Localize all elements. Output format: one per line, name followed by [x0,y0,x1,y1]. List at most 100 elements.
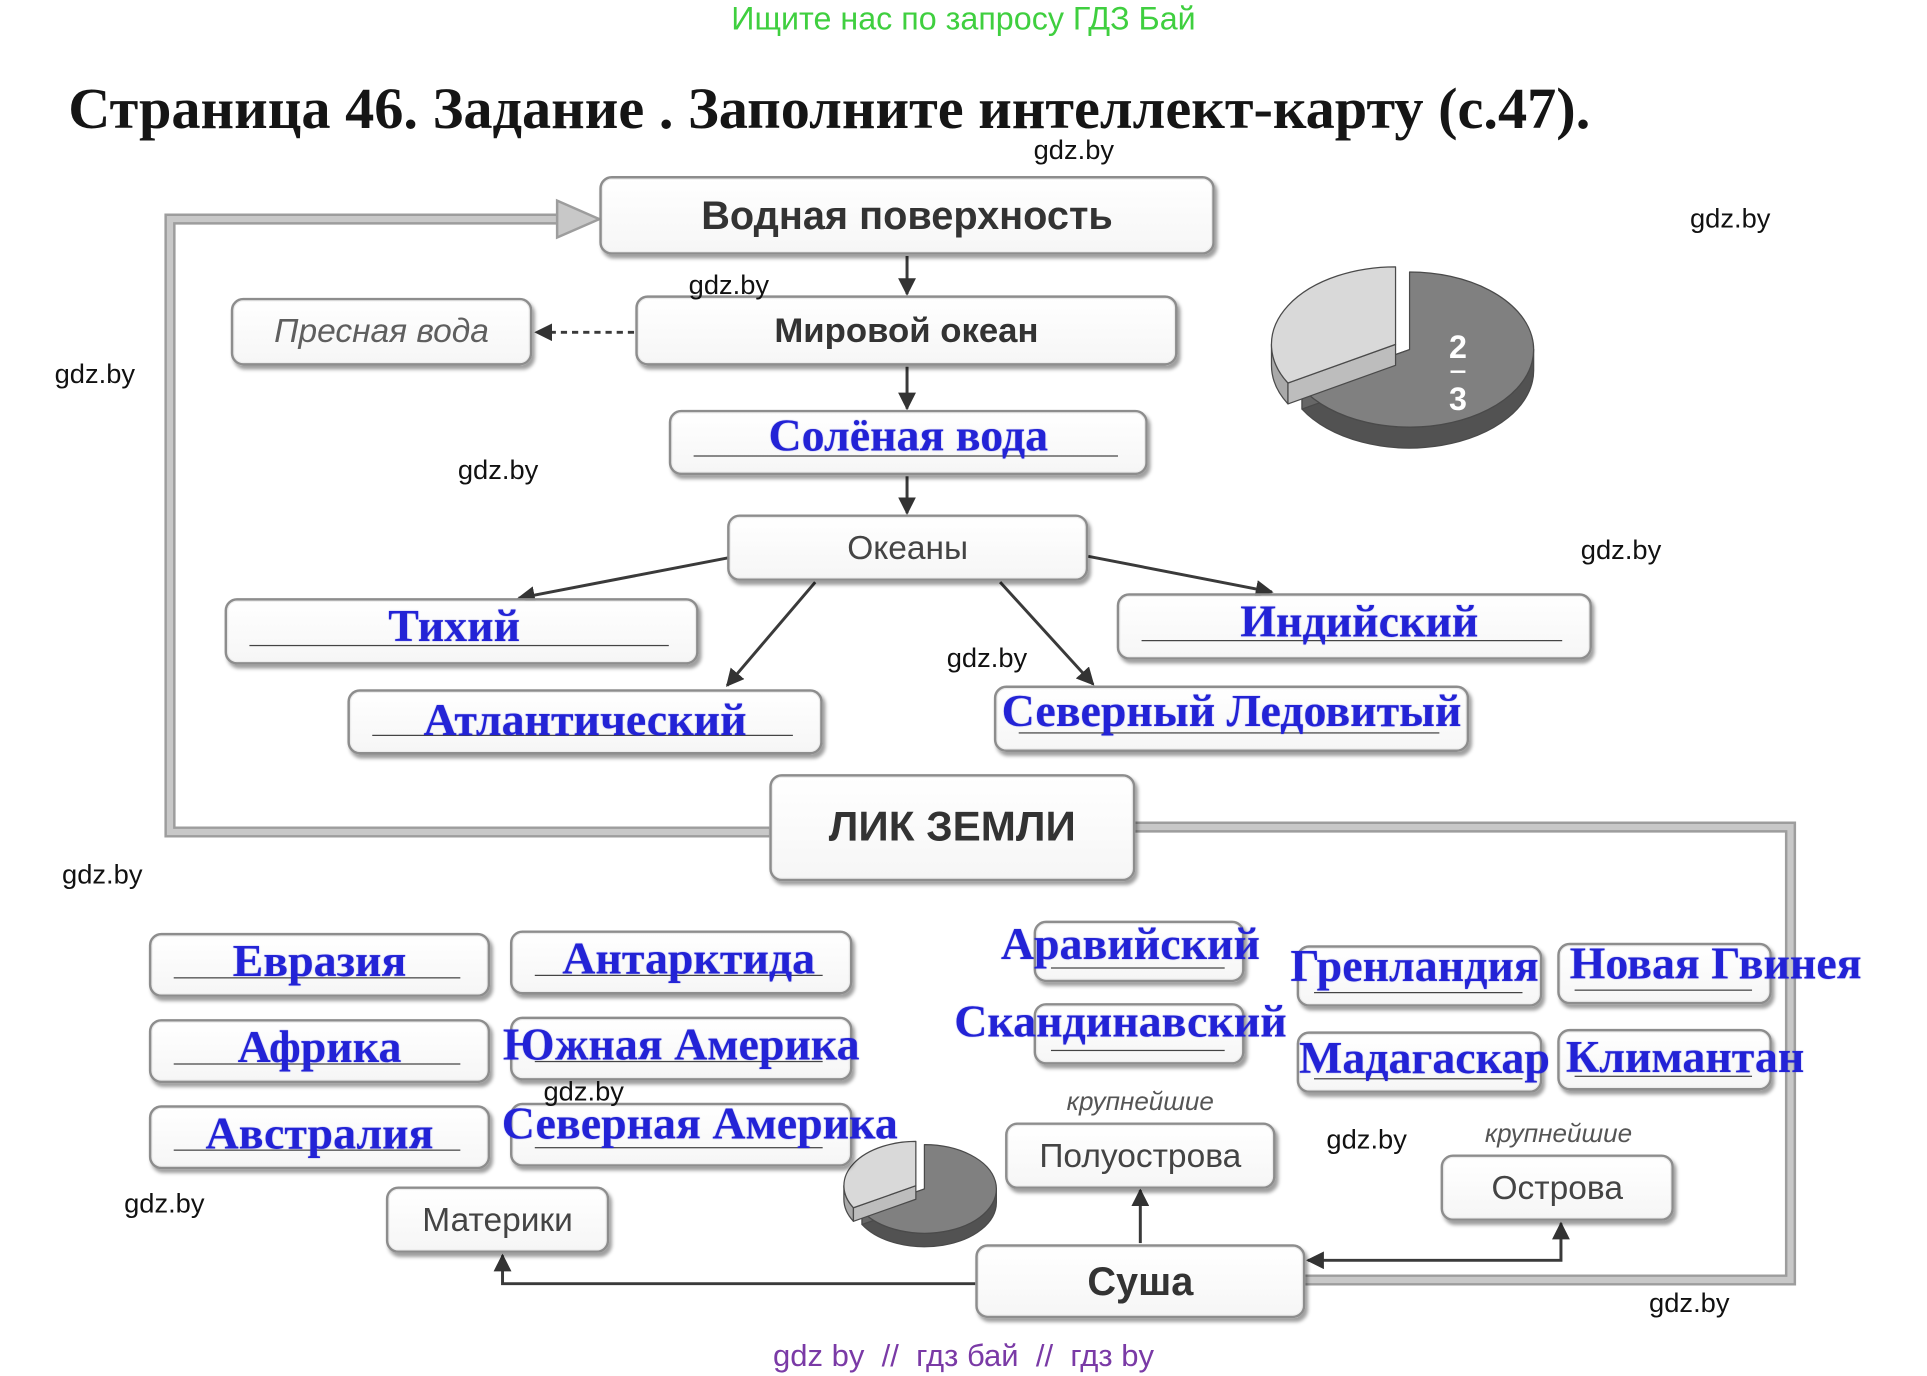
footer-links-text: gdz by // гдз бай // гдз by [773,1339,1154,1374]
peninsula-scandinavian-answer: Скандинавский [954,996,1287,1048]
pie-dark-slice [861,1144,998,1234]
answer-line [1314,992,1523,994]
continent-south-america-box: Южная Америка [503,1016,860,1081]
island-kalimantan-box: Климантан [1557,1028,1804,1091]
answer-line [1574,989,1753,991]
continents-box: Материки [385,1186,610,1253]
continent-north-america-answer: Северная Америка [501,1099,898,1150]
peninsulas-label: Полуострова [1039,1136,1242,1174]
oceans-box: Океаны [727,514,1089,581]
peninsula-scandinavian-box: Скандинавский [954,998,1287,1065]
continent-eurasia-box: Евразия [148,932,491,997]
continent-north-america-box: Северная Америка [502,1100,898,1167]
connector-land-to-islands [1306,1221,1570,1270]
islands-qualifier: крупнейшие [1484,1120,1633,1149]
pie-share-denominator: 3 [1449,381,1467,417]
salt-water-box: Солёная вода [668,409,1148,476]
continent-south-america-answer: Южная Америка [502,1020,860,1071]
watermark: gdz.by [1649,1287,1730,1319]
continents-label: Материки [422,1200,573,1238]
answer-line [534,1060,823,1063]
watermark: gdz.by [62,859,143,890]
continent-antarctica-answer: Антарктида [562,934,816,985]
pie-light-slice [1270,266,1397,384]
ocean-arctic-box: Северный Ледовитый [993,685,1470,753]
gray-loop-to-water-surface [164,198,770,838]
continent-africa-box: Африка [148,1019,491,1084]
island-madagascar-answer: Мадагаскар [1299,1033,1550,1085]
answer-line [1141,640,1563,642]
islands-box: Острова [1440,1154,1674,1221]
answer-line [173,1149,461,1151]
connector-oceans-to-pacific [516,556,730,604]
face-of-earth-box: ЛИК ЗЕМЛИ [769,774,1136,882]
ocean-atlantic-box: Атлантический [347,689,823,755]
ocean-indian-answer: Индийский [1240,596,1479,648]
islands-label: Острова [1491,1168,1623,1206]
land-label: Суша [1087,1258,1194,1303]
search-hint: Ищите нас по запросу ГДЗ Бай [731,0,1196,37]
oceans-label: Океаны [847,528,969,566]
answer-line [693,455,1118,457]
answer-line [173,1063,461,1065]
connector-land-to-continents [493,1253,976,1286]
watermark: gdz.by [1580,534,1662,565]
island-kalimantan-answer: Климантан [1565,1032,1805,1084]
salt-water-answer: Солёная вода [768,411,1049,462]
peninsula-arabian-box: Аравийский [1001,920,1260,983]
watermark: gdz.by [543,1075,624,1107]
continent-australia-answer: Австралия [205,1108,434,1160]
watermark: gdz.by [1033,134,1115,165]
answer-line [1050,967,1225,969]
answer-line [1574,1075,1753,1077]
watermark: gdz.by [1326,1123,1407,1155]
peninsula-arabian-answer: Аравийский [1000,919,1260,970]
continent-antarctica-box: Антарктида [509,930,853,995]
water-surface-box: Водная поверхность [599,176,1215,255]
answer-line [372,734,793,737]
island-new-guinea-box: Новая Гвинея [1557,940,1862,1005]
peninsulas-qualifier: крупнейшие [1066,1088,1214,1117]
ocean-pacific-answer: Тихий [388,601,521,653]
answer-line [1314,1078,1523,1080]
ocean-arctic-answer: Северный Ледовитый [1001,686,1462,738]
continent-australia-box: Австралия [148,1105,491,1170]
answer-line [173,977,461,979]
gray-arrowhead [555,198,603,240]
face-of-earth-label: ЛИК ЗЕМЛИ [828,803,1076,851]
answer-line [1050,1049,1225,1052]
water-surface-label: Водная поверхность [701,192,1113,237]
watermark: gdz.by [688,269,770,301]
island-greenland-answer: Гренландия [1290,941,1539,993]
watermark: gdz.by [124,1187,205,1219]
pie-share-numerator: 2 [1449,329,1467,365]
answer-line [249,644,669,647]
ocean-atlantic-answer: Атлантический [423,695,747,746]
land-box: Суша [975,1244,1306,1319]
island-new-guinea-answer: Новая Гвинея [1569,939,1862,990]
continent-eurasia-answer: Евразия [232,936,407,988]
peninsulas-box: Полуострова [1005,1122,1276,1189]
world-ocean-label: Мировой океан [774,310,1039,349]
gray-loop-to-land [1135,821,1797,1286]
page-title: Страница 46. Задание . Заполните интелле… [68,77,1591,142]
island-greenland-box: Гренландия [1290,942,1543,1007]
connector-oceans-to-arctic [998,581,1095,686]
fresh-water-label: Пресная вода [274,312,489,350]
pie-dark-slice [1301,271,1535,428]
ocean-indian-box: Индийский [1116,593,1592,660]
fresh-water-box: Пресная вода [230,297,533,366]
connector-oceans-to-atlantic [725,581,817,687]
land-share-pie [843,1140,998,1248]
ocean-share-pie [1270,266,1535,449]
island-madagascar-box: Мадагаскар [1296,1031,1550,1093]
answer-line [534,974,823,977]
connector-oceans-to-indian [1087,554,1274,598]
continent-africa-answer: Африка [237,1022,402,1074]
pie-light-slice [843,1140,917,1209]
watermark: gdz.by [1689,203,1771,234]
answer-line [1018,732,1440,734]
world-ocean-box: Мировой океан [635,295,1178,366]
